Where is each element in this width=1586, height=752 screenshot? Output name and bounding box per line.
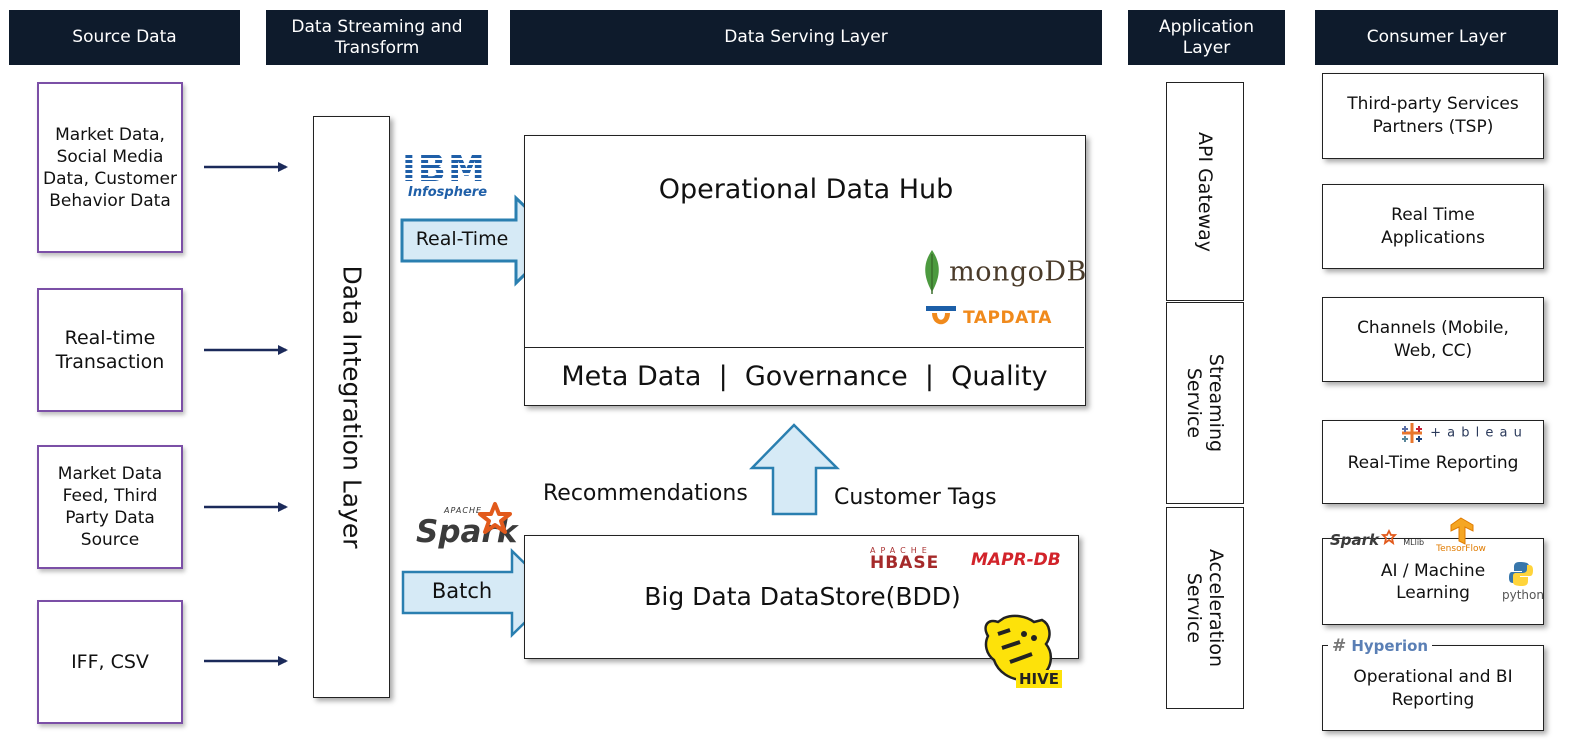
consumer-bi-reporting-label: Operational and BI Reporting <box>1353 667 1513 710</box>
tableau-wordmark: + a b l e a u <box>1430 425 1523 441</box>
maprdb-logo: MAPR-DB <box>971 550 1061 570</box>
tensorflow-logo: TensorFlow <box>1434 516 1488 554</box>
apache-hbase-logo: APACHE HBASE <box>870 546 939 572</box>
mongodb-leaf-icon <box>925 250 939 294</box>
tensorflow-wordmark: TensorFlow <box>1436 544 1486 554</box>
streaming-service-label: Streaming Service <box>1183 353 1227 453</box>
tensorflow-icon <box>1450 517 1474 545</box>
header-serving-label: Data Serving Layer <box>724 27 888 47</box>
tapdata-mark-icon <box>926 306 956 325</box>
consumer-tsp-label: Third-party Services Partners (TSP) <box>1347 94 1519 137</box>
customer-tags-label: Customer Tags <box>834 485 997 510</box>
source-market-feed: Market Data Feed, Third Party Data Sourc… <box>37 445 183 569</box>
header-streaming-label: Data Streaming and Transform <box>291 16 463 58</box>
consumer-tsp: Third-party Services Partners (TSP) <box>1322 73 1544 159</box>
source-iff-csv: IFF, CSV <box>37 600 183 724</box>
hive-bee-icon <box>984 614 1053 682</box>
hyperion-hash-icon: # <box>1332 636 1347 656</box>
recommendations-label: Recommendations <box>543 481 748 506</box>
mllib-label: MLlib <box>1403 538 1425 547</box>
source-market-social: Market Data, Social Media Data, Customer… <box>37 82 183 253</box>
hyperion-logo: # Hyperion <box>1328 636 1433 656</box>
header-source-label: Source Data <box>72 27 177 47</box>
source-realtime-transaction-label: Real-time Transaction <box>55 327 165 373</box>
consumer-ai-ml: AI / Machine Learning <box>1322 538 1544 625</box>
python-snakes-icon <box>1509 562 1533 586</box>
spark-mllib-logo: Spark MLlib <box>1330 528 1425 549</box>
streaming-service: Streaming Service <box>1166 302 1244 504</box>
consumer-channels: Channels (Mobile, Web, CC) <box>1322 297 1544 382</box>
spark-mllib-wordmark: Spark <box>1330 531 1380 549</box>
tapdata-logo: TAPDATA <box>924 304 1052 332</box>
consumer-realtime-reporting-label: Real-Time Reporting <box>1347 453 1519 473</box>
tableau-cross-icon <box>1402 423 1422 443</box>
operational-data-hub: Operational Data Hub Meta Data | Governa… <box>524 135 1086 406</box>
source-market-social-label: Market Data, Social Media Data, Customer… <box>43 124 177 211</box>
ibm-wordmark: IBM <box>402 147 487 190</box>
spark-star-icon <box>478 502 512 534</box>
mongodb-wordmark: mongoDB <box>949 256 1087 288</box>
spark-apache-label: APACHE <box>444 506 483 515</box>
api-gateway: API Gateway <box>1166 82 1244 301</box>
consumer-channels-label: Channels (Mobile, Web, CC) <box>1357 317 1509 361</box>
hbase-apache-label: APACHE <box>870 546 932 555</box>
header-application: Application Layer <box>1128 10 1285 65</box>
realtime-label: Real-Time <box>415 228 509 250</box>
consumer-bi-reporting: Operational and BI Reporting <box>1322 645 1544 731</box>
ibm-infosphere-logo: IBM Infosphere <box>402 150 487 200</box>
header-consumer: Consumer Layer <box>1315 10 1558 65</box>
hub-meta-bar: Meta Data | Governance | Quality <box>525 347 1084 404</box>
source-market-feed-label: Market Data Feed, Third Party Data Sourc… <box>57 464 163 550</box>
batch-label: Batch <box>431 579 493 603</box>
consumer-realtime-apps-label: Real Time Applications <box>1381 204 1485 248</box>
hub-title: Operational Data Hub <box>658 174 954 205</box>
hbase-wordmark: HBASE <box>870 553 940 573</box>
header-application-label: Application Layer <box>1159 16 1254 58</box>
api-gateway-label: API Gateway <box>1194 131 1216 252</box>
data-integration-layer: Data Integration Layer <box>313 116 390 698</box>
tapdata-wordmark: TAPDATA <box>963 308 1052 328</box>
consumer-realtime-reporting: Real-Time Reporting <box>1322 420 1544 504</box>
ibm-infosphere-label: Infosphere <box>408 185 488 200</box>
source-iff-csv-label: IFF, CSV <box>71 651 149 673</box>
consumer-realtime-apps: Real Time Applications <box>1322 184 1544 269</box>
mongodb-logo: mongoDB <box>920 248 1087 296</box>
hyperion-wordmark: Hyperion <box>1351 637 1429 655</box>
hive-wordmark: HIVE <box>1016 670 1062 688</box>
header-consumer-label: Consumer Layer <box>1366 27 1507 47</box>
header-source-data: Source Data <box>9 10 240 65</box>
acceleration-service-label: Acceleration Service <box>1183 548 1227 668</box>
header-streaming: Data Streaming and Transform <box>266 10 488 65</box>
bdd-title: Big Data DataStore(BDD) <box>644 582 961 611</box>
tableau-logo: + a b l e a u <box>1399 420 1523 446</box>
spark-mllib-star-icon <box>1380 528 1398 546</box>
acceleration-service: Acceleration Service <box>1166 507 1244 709</box>
python-logo: python <box>1502 560 1544 602</box>
consumer-ai-ml-label: AI / Machine Learning <box>1380 560 1486 603</box>
source-realtime-transaction: Real-time Transaction <box>37 288 183 412</box>
up-arrow <box>749 423 841 516</box>
header-serving: Data Serving Layer <box>510 10 1102 65</box>
maprdb-wordmark: MAPR-DB <box>971 550 1061 570</box>
python-wordmark: python <box>1502 588 1544 602</box>
